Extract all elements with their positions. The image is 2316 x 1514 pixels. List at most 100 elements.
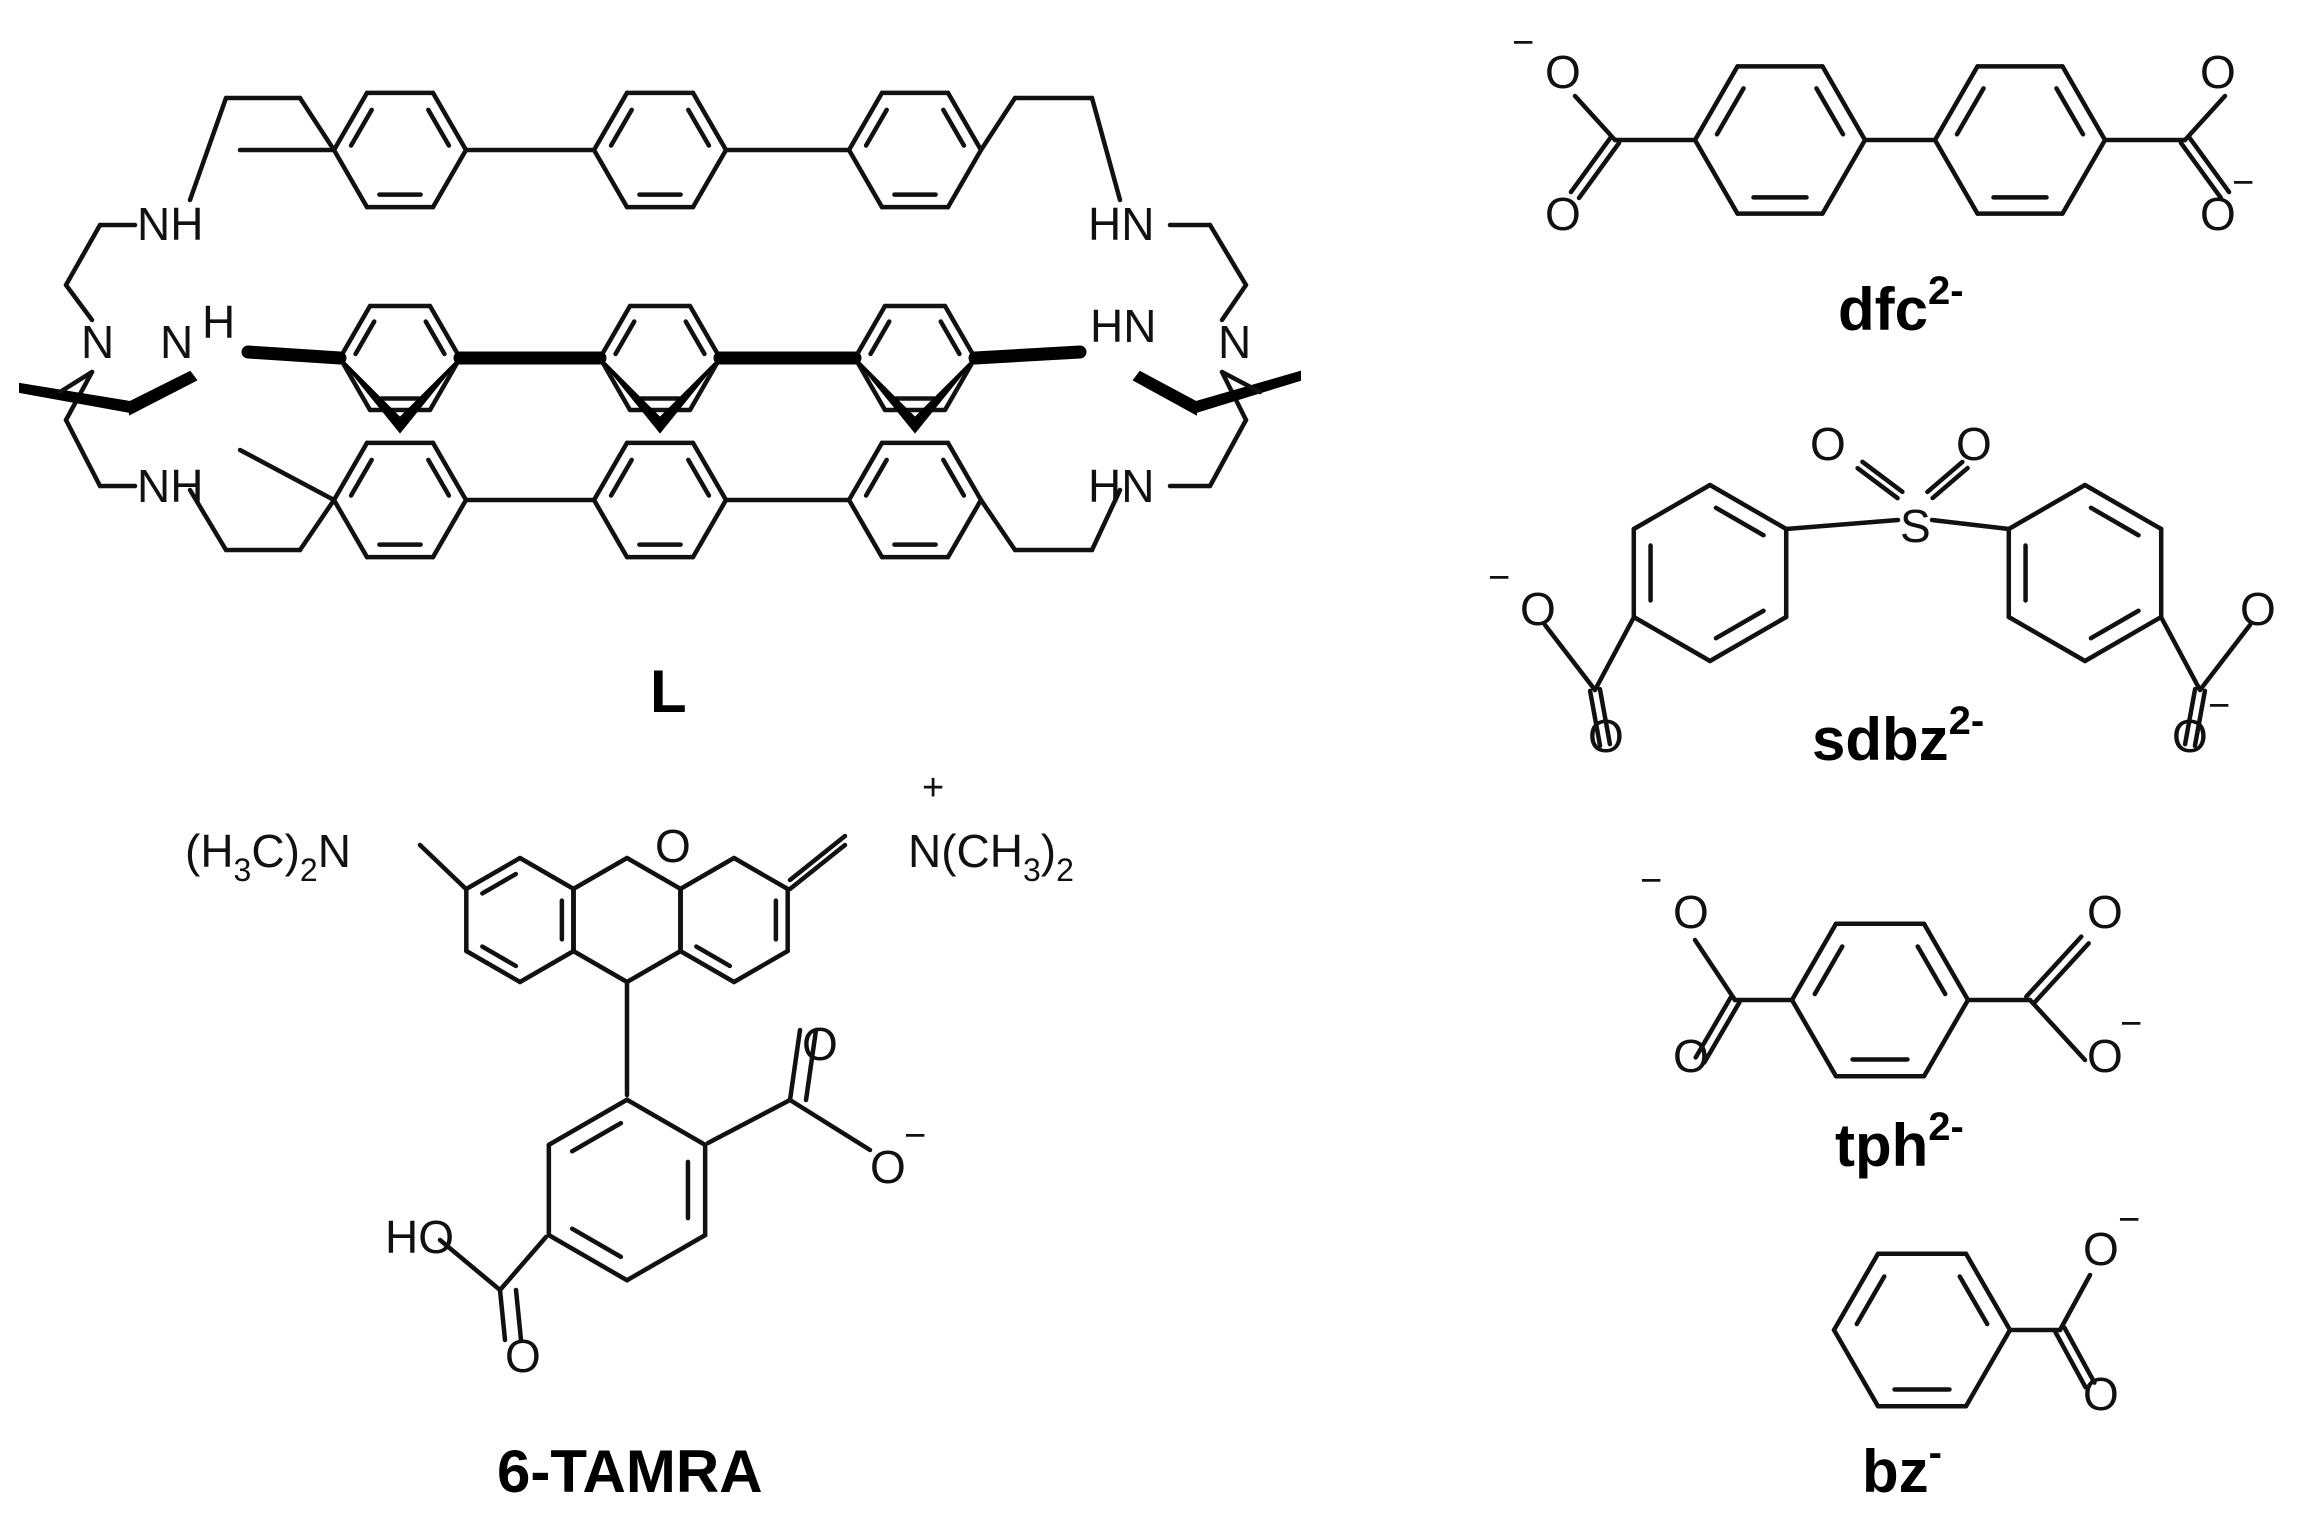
bz: O − O bz- — [1862, 1199, 2140, 1505]
acid-ho: HO — [385, 1211, 454, 1263]
L-ring-edge — [846, 90, 885, 153]
dfc-co — [1576, 140, 1622, 201]
L-mid-ring-edge — [687, 303, 723, 361]
xanthene-middle-edge — [571, 948, 630, 985]
xanthene-right-edge — [731, 948, 790, 985]
hn-bottom-right: HN — [1088, 460, 1154, 512]
sdbz-o-left-bottom: O — [1588, 710, 1624, 762]
L-mid-ring-edge — [687, 355, 723, 413]
bond — [2197, 622, 2253, 693]
sdbz-ring-right-edge — [2082, 482, 2164, 532]
xanthene-left-double — [480, 944, 519, 969]
tph-ring-edge — [1789, 997, 1839, 1079]
dfc-ring-left-edge — [1692, 137, 1740, 216]
L-ring-edge — [591, 147, 630, 210]
n-right-bridgehead: N — [1218, 316, 1251, 368]
L-ring-double — [608, 107, 634, 148]
L-ring-edge — [591, 90, 630, 153]
bond — [787, 842, 848, 892]
bond — [417, 842, 469, 892]
bond — [1783, 517, 1901, 532]
sdbz-ring-left-double — [1713, 505, 1766, 538]
benzoate-ring-edge — [546, 1097, 630, 1148]
bond — [2158, 614, 2203, 693]
benzoate-ring-double — [569, 1120, 624, 1154]
ring-wedge — [339, 357, 461, 434]
carboxylate-minus: − — [904, 1115, 926, 1157]
so2 — [1860, 459, 1905, 495]
sdbz: O S O − O O O O − sdbz2- — [1488, 418, 2276, 773]
L-ring-edge — [690, 497, 729, 560]
sdbz-ring-left-edge — [1707, 482, 1789, 532]
sdbz-co — [2192, 688, 2208, 749]
hn-top-right: HN — [1088, 198, 1154, 250]
L-ring-edge — [690, 440, 729, 503]
xanthene-right-edge — [731, 855, 790, 892]
L-ring-double — [941, 457, 967, 498]
bond — [63, 222, 103, 288]
bond — [787, 833, 848, 883]
bz-ring-double — [1957, 1274, 1990, 1327]
label-bz: bz- — [1862, 1431, 1942, 1505]
sdbz-ring-left-edge — [1631, 614, 1713, 664]
bond — [1592, 614, 1637, 693]
L-ring-double — [686, 457, 712, 498]
L-ring-double — [863, 457, 889, 498]
label-6-tamra: 6-TAMRA — [497, 1438, 763, 1505]
dfc-ring-left-double — [1814, 86, 1846, 137]
tph-ring-double — [1915, 944, 1948, 997]
benzoate-ring-edge — [546, 1232, 630, 1283]
bond — [1692, 937, 1738, 1003]
L-ring-edge — [331, 90, 370, 153]
sdbz-minus-left: − — [1488, 557, 1510, 599]
dimethyliminium-right: N(CH3)2 — [908, 825, 1074, 888]
bold-bond — [241, 345, 347, 365]
label-tph: tph2- — [1835, 1105, 1964, 1179]
L-mid-ring-edge — [942, 355, 978, 413]
L-ring-edge — [430, 90, 469, 153]
nh-top-left: NH — [137, 198, 203, 250]
dfc-co — [2178, 140, 2224, 201]
label-L: L — [650, 658, 687, 725]
L-mid-ring-edge — [852, 303, 888, 361]
dfc-ring-right-edge — [1932, 64, 1980, 143]
L-ring-edge — [945, 440, 984, 503]
L-ring-edge — [690, 147, 729, 210]
n-left-bridgehead: N — [81, 316, 114, 368]
xanthene-middle-edge — [571, 855, 630, 892]
tph-ring-edge — [1789, 921, 1839, 1003]
bond — [187, 95, 229, 203]
bond — [978, 497, 1018, 553]
L-ring-double — [686, 107, 712, 148]
L-ring-double — [426, 107, 452, 148]
xanthene-middle-edge — [624, 948, 683, 985]
sdbz-o-right-top: O — [2240, 583, 2276, 635]
bz-ring-double — [1854, 1274, 1887, 1327]
tph-minus-left: − — [1640, 860, 1662, 902]
xanthene-right-edge — [678, 948, 737, 985]
ring-wedge — [599, 357, 721, 434]
sdbz-ring-right-edge — [2006, 614, 2088, 664]
L-mid-ring-edge — [337, 303, 373, 361]
tph-o-left-top: O — [1673, 886, 1709, 938]
tph-co — [1693, 995, 1733, 1060]
acid-o-bottom: O — [505, 1330, 541, 1382]
L-ring-edge — [846, 147, 885, 210]
sdbz-o-right-bottom: O — [2172, 710, 2208, 762]
L-mid-ring-double — [683, 319, 707, 357]
L-ring-double — [348, 107, 374, 148]
tph-co — [2031, 941, 2091, 1006]
bond — [63, 282, 95, 323]
benzyl-ch2 — [237, 447, 337, 503]
bz-ring-edge — [1831, 1251, 1881, 1333]
bz-ring-edge — [1963, 1327, 2013, 1409]
sdbz-o-left-top: O — [1520, 583, 1556, 635]
dimethylamino-left: (H3C)2N — [185, 825, 351, 888]
bond — [978, 95, 1018, 153]
bond — [1219, 369, 1263, 395]
L-ring-edge — [690, 90, 729, 153]
h-middle-left: H — [202, 296, 235, 348]
dfc-co — [1568, 134, 1614, 195]
L-ring-edge — [846, 497, 885, 560]
